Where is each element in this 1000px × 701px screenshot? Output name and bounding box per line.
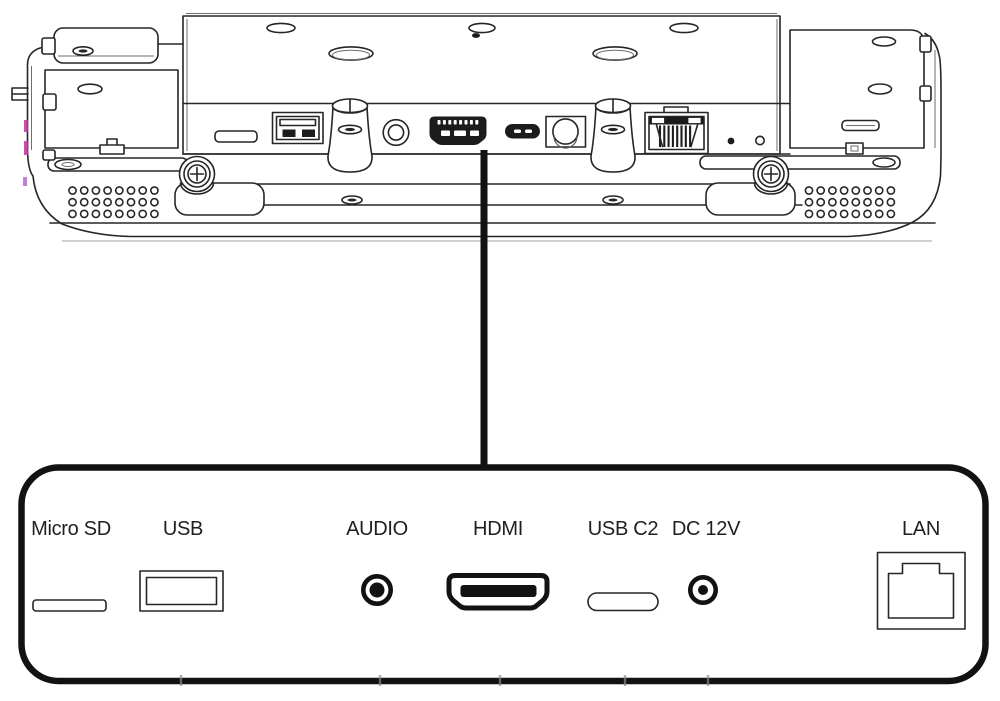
ports-callout-panel: Micro SD USB AUDIO HDMI USB C2 DC 12V LA… bbox=[18, 464, 989, 686]
clip bbox=[919, 85, 932, 102]
device-rear-drawing bbox=[11, 13, 942, 242]
body-edges bbox=[26, 32, 942, 242]
port-label-micro-sd: Micro SD bbox=[31, 518, 111, 540]
vesa-holes bbox=[266, 22, 699, 61]
port-label-dc-12v: DC 12V bbox=[672, 518, 741, 540]
left-end-cap bbox=[11, 27, 189, 172]
right-end-cap bbox=[699, 29, 936, 170]
phillips-cross bbox=[763, 166, 779, 182]
top-latch-tab bbox=[53, 27, 159, 64]
hdmi-port-icon bbox=[446, 573, 550, 611]
screw-oval bbox=[72, 45, 94, 56]
hinge-knuckle bbox=[11, 87, 29, 101]
clip bbox=[99, 144, 125, 155]
screw-left bbox=[178, 155, 216, 195]
device-audio-jack bbox=[382, 118, 410, 147]
artifact-marks bbox=[23, 120, 29, 186]
clip bbox=[42, 149, 56, 161]
microsd-slot-icon bbox=[32, 599, 107, 612]
rj45-port-icon bbox=[876, 551, 966, 630]
dc-barrel-jack-icon bbox=[687, 574, 718, 605]
callout-leader-line bbox=[480, 150, 488, 470]
port-label-audio: AUDIO bbox=[346, 518, 408, 540]
port-label-usb: USB bbox=[163, 518, 203, 540]
hinge-bar bbox=[699, 155, 901, 170]
usb-a-port-icon bbox=[139, 570, 224, 612]
mount-post-left bbox=[327, 98, 373, 173]
phillips-cross bbox=[189, 166, 205, 182]
device-hdmi-port bbox=[429, 116, 487, 145]
registration-ticks bbox=[179, 675, 710, 686]
device-microsd-slot bbox=[214, 130, 258, 143]
clip bbox=[41, 37, 56, 55]
band-screws bbox=[341, 195, 624, 205]
device-lan-port bbox=[644, 106, 709, 155]
clip bbox=[42, 93, 57, 111]
device-usbc-port bbox=[505, 124, 540, 139]
device-usb-port bbox=[271, 111, 324, 145]
screw-right bbox=[752, 155, 790, 195]
clip bbox=[919, 35, 932, 53]
clip bbox=[845, 142, 864, 155]
device-dc-jack bbox=[545, 115, 587, 149]
audio-jack-icon bbox=[360, 573, 393, 606]
usb-c-port-icon bbox=[587, 592, 659, 612]
mount-post-right bbox=[590, 98, 636, 173]
speaker-grille-left bbox=[68, 186, 159, 219]
port-label-hdmi: HDMI bbox=[473, 518, 523, 540]
right-inner-panel bbox=[789, 29, 925, 149]
device-led-holes bbox=[727, 135, 765, 146]
pinhole bbox=[472, 33, 480, 38]
port-label-usb-c2: USB C2 bbox=[588, 518, 659, 540]
port-label-lan: LAN bbox=[902, 518, 940, 540]
speaker-grille-right bbox=[804, 186, 896, 219]
left-inner-panel bbox=[44, 69, 179, 149]
